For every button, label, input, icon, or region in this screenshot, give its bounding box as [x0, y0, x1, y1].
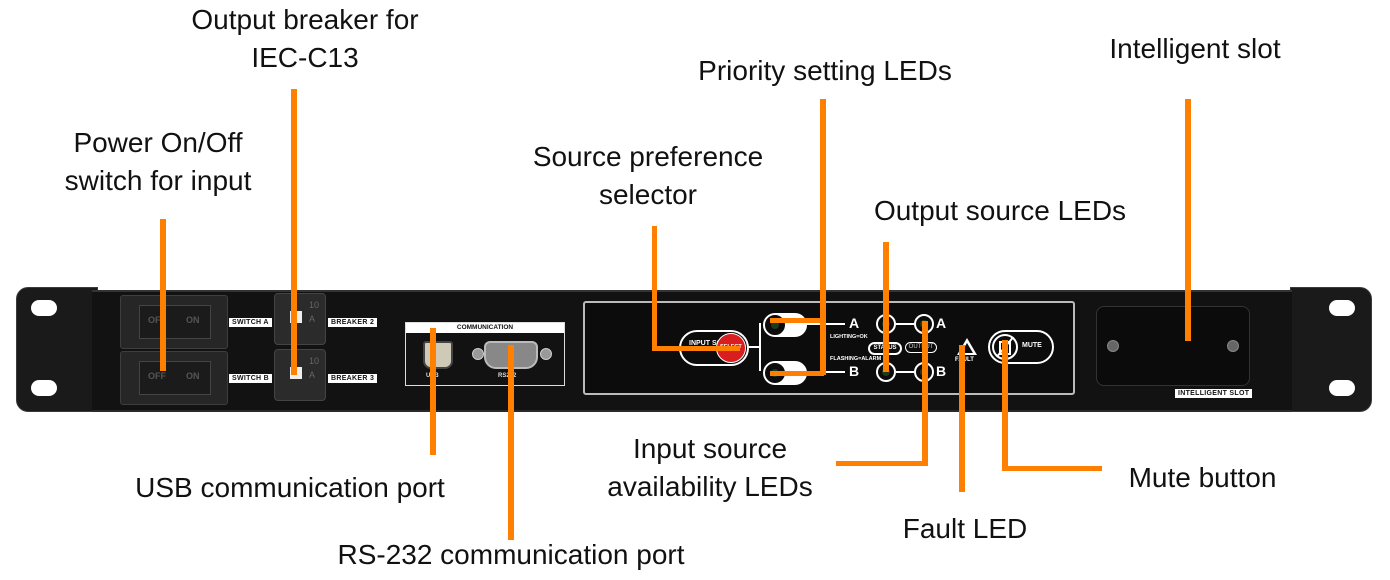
right-rack-ear	[1290, 287, 1372, 412]
callout-line-breaker	[291, 89, 297, 375]
callout-line-priority	[820, 99, 826, 375]
connector-line	[747, 346, 759, 348]
screw-icon	[472, 348, 484, 360]
callout-line-mute	[1002, 340, 1008, 471]
mount-hole	[1329, 300, 1355, 316]
callout-text: IEC-C13	[251, 42, 359, 73]
callout-intelligent-slot: Intelligent slot	[1109, 33, 1281, 64]
callout-output-breaker: Output breaker for IEC-C13	[170, 1, 440, 77]
callout-line-power-switch	[160, 219, 166, 371]
breaker-unit: A	[308, 314, 315, 324]
callout-line-fault	[959, 345, 965, 492]
callout-line-source-selector-h	[652, 346, 740, 351]
breaker-2-label: BREAKER 2	[328, 318, 378, 327]
power-switch-b[interactable]: OFF ON	[120, 351, 228, 405]
on-label: ON	[186, 371, 200, 381]
callout-line-input-avail	[922, 321, 928, 466]
callout-mute-button: Mute button	[1128, 462, 1277, 493]
priority-led-a	[763, 313, 807, 337]
connector-line	[896, 323, 914, 325]
callout-line-priority-b	[770, 371, 824, 376]
off-label: OFF	[148, 315, 166, 325]
on-label: ON	[186, 315, 200, 325]
switch-b-label: SWITCH B	[229, 374, 273, 383]
left-rack-ear	[16, 287, 98, 412]
switch-a-label: SWITCH A	[229, 318, 272, 327]
mute-label: MUTE	[1022, 342, 1042, 349]
communication-label: COMMUNICATION	[406, 323, 564, 333]
flashing-alarm-label: FLASHING=ALARM	[830, 356, 882, 362]
source-b-label: B	[849, 363, 860, 379]
mount-hole	[31, 380, 57, 396]
breaker-unit: A	[308, 370, 315, 380]
connector-line	[896, 371, 914, 373]
callout-line-intelligent-slot	[1185, 99, 1191, 341]
callout-line-usb	[430, 328, 436, 455]
callout-line-output-source	[883, 242, 889, 372]
callout-usb-port: USB communication port	[135, 472, 445, 503]
output-a-label: A	[936, 315, 947, 331]
off-label: OFF	[148, 371, 166, 381]
breaker-3-label: BREAKER 3	[328, 374, 378, 383]
callout-output-source-leds: Output source LEDs	[873, 195, 1127, 226]
intelligent-slot-cover[interactable]	[1096, 306, 1250, 386]
connector-line	[759, 323, 761, 371]
callout-line-priority-a	[770, 318, 824, 323]
rs232-label: RS232	[498, 373, 516, 379]
mount-hole	[31, 300, 57, 316]
output-badge: OUTPUT	[905, 342, 937, 353]
mute-button[interactable]: MUTE	[988, 330, 1054, 364]
callout-text: Output breaker for	[191, 4, 419, 35]
callout-text: availability LEDs	[607, 471, 813, 502]
callout-priority-leds: Priority setting LEDs	[698, 55, 952, 86]
callout-line-mute-h	[1002, 466, 1102, 471]
screw-icon	[1227, 340, 1239, 352]
screw-icon	[1107, 340, 1119, 352]
breaker-rating: 10	[308, 300, 319, 310]
callout-text: Power On/Off	[73, 127, 243, 158]
callout-fault-led: Fault LED	[902, 513, 1028, 544]
breaker-rating: 10	[308, 356, 319, 366]
callout-power-switch: Power On/Off switch for input	[28, 124, 288, 200]
usb-port[interactable]	[423, 341, 453, 369]
lighting-ok-label: LIGHTING=OK	[830, 334, 868, 340]
power-switch-a[interactable]: OFF ON	[120, 295, 228, 349]
callout-line-rs232	[508, 345, 514, 540]
callout-text: Source preference	[532, 141, 764, 172]
source-a-label: A	[849, 315, 860, 331]
callout-line-input-avail-h	[836, 461, 928, 466]
callout-source-preference: Source preference selector	[498, 138, 798, 214]
intelligent-slot-label: INTELLIGENT SLOT	[1175, 389, 1253, 398]
callout-text: Input source	[632, 433, 788, 464]
communication-panel: COMMUNICATION USB RS232	[405, 322, 565, 386]
screw-icon	[540, 348, 552, 360]
input-source-label: INPUT SOURCE	[689, 340, 742, 347]
callout-text: selector	[598, 179, 698, 210]
callout-rs232-port: RS-232 communication port	[337, 539, 685, 570]
output-b-label: B	[936, 363, 947, 379]
callout-line-source-selector	[652, 226, 657, 350]
mount-hole	[1329, 380, 1355, 396]
callout-input-availability: Input source availability LEDs	[580, 430, 840, 506]
callout-text: switch for input	[64, 165, 252, 196]
